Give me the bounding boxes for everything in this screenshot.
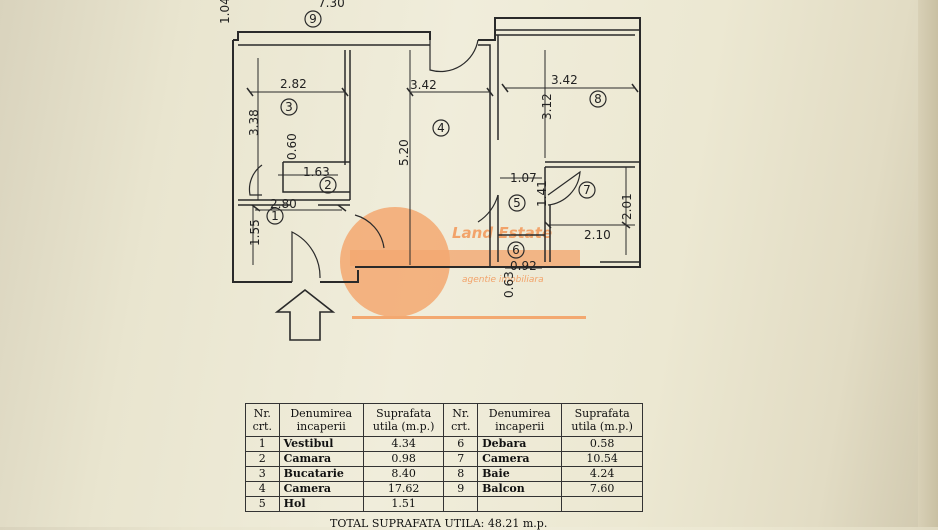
cell-room-name <box>477 496 563 512</box>
dim-room8-width: 3.42 <box>551 73 578 87</box>
room-number-2: 2 <box>324 178 332 192</box>
cell-nr: 9 <box>443 481 479 497</box>
door-entrance <box>291 231 321 282</box>
dim-room5-height: 1.41 <box>535 180 549 207</box>
door-balcony <box>429 39 479 73</box>
table-header-row: Nr. crt. Denumirea incaperii Suprafata u… <box>245 403 643 437</box>
cell-area: 7.60 <box>561 481 643 497</box>
header-area-1: Suprafata utila (m.p.) <box>362 403 445 437</box>
cell-nr: 6 <box>443 436 479 452</box>
table-row: 3 Bucatarie 8.40 8 Baie 4.24 <box>245 466 643 482</box>
door-kitchen <box>248 164 263 196</box>
cell-area: 4.34 <box>362 436 445 452</box>
dim-room3-width: 2.82 <box>280 77 307 91</box>
room-number-6: 6 <box>512 243 520 257</box>
cell-nr: 8 <box>443 466 479 482</box>
dim-room1-height: 1.55 <box>248 219 262 246</box>
wall-outer <box>233 17 641 268</box>
dim-room4-length: 5.20 <box>397 139 411 166</box>
door-room7 <box>547 170 581 206</box>
dim-room6-depth: 0.63 <box>502 271 516 298</box>
cell-room-name: Camara <box>278 451 364 467</box>
room-number-1: 1 <box>271 209 279 223</box>
dim-room3-height: 3.38 <box>247 109 261 136</box>
dim-room5-width: 1.07 <box>510 171 537 185</box>
cell-nr: 4 <box>245 481 280 497</box>
cell-nr: 5 <box>245 496 280 512</box>
cell-nr: 3 <box>245 466 280 482</box>
table-row: 4 Camera 17.62 9 Balcon 7.60 <box>245 481 643 497</box>
dim-room7-height: 2.01 <box>620 193 634 220</box>
header-nr-crt-1: Nr. crt. <box>245 403 280 437</box>
cell-room-name: Debara <box>477 436 563 452</box>
cell-area <box>561 496 643 512</box>
cell-area: 0.98 <box>362 451 445 467</box>
cell-area: 8.40 <box>362 466 445 482</box>
cell-room-name: Camera <box>477 451 563 467</box>
total-area: TOTAL SUPRAFATA UTILA: 48.21 m.p. <box>330 517 548 530</box>
dim-room2-width: 1.63 <box>303 165 330 179</box>
rooms-table: Nr. crt. Denumirea incaperii Suprafata u… <box>245 403 643 512</box>
cell-area: 1.51 <box>362 496 445 512</box>
door-hall <box>477 194 499 223</box>
watermark-logo: Land Estate agentie imobiliara <box>340 207 586 319</box>
room-number-7: 7 <box>583 183 591 197</box>
dim-room4-width: 3.42 <box>410 78 437 92</box>
sheet-edge <box>918 0 938 527</box>
cell-area: 4.24 <box>561 466 643 482</box>
dim-room6-width: 0.92 <box>510 259 537 273</box>
cell-room-name: Bucatarie <box>278 466 364 482</box>
room-number-4: 4 <box>437 121 445 135</box>
header-area-2: Suprafata utila (m.p.) <box>561 403 643 437</box>
dim-top-total: 7.30 <box>318 0 345 10</box>
dim-room8-height: 3.12 <box>540 93 554 120</box>
room-number-8: 8 <box>594 92 602 106</box>
cell-nr: 1 <box>245 436 280 452</box>
cell-nr: 7 <box>443 451 479 467</box>
cell-room-name: Baie <box>477 466 563 482</box>
cell-room-name: Vestibul <box>278 436 364 452</box>
cell-room-name: Hol <box>278 496 364 512</box>
header-nr-crt-2: Nr. crt. <box>443 403 479 437</box>
cell-area: 10.54 <box>561 451 643 467</box>
cell-area: 0.58 <box>561 436 643 452</box>
cell-nr <box>443 496 479 512</box>
entrance-arrow-icon <box>274 288 336 341</box>
cell-area: 17.62 <box>362 481 445 497</box>
cell-nr: 2 <box>245 451 280 467</box>
room-number-9: 9 <box>309 12 317 26</box>
header-room-name-2: Denumirea incaperii <box>477 403 563 437</box>
room-number-5: 5 <box>513 196 521 210</box>
dim-top-left: 1.04 <box>218 0 232 24</box>
dim-room1-width: 2.80 <box>270 197 297 211</box>
header-room-name-1: Denumirea incaperii <box>278 403 364 437</box>
watermark-subtitle: agentie imobiliara <box>462 275 544 285</box>
table-row: 1 Vestibul 4.34 6 Debara 0.58 <box>245 436 643 452</box>
floor-plan: Land Estate agentie imobiliara <box>218 0 641 341</box>
cell-room-name: Camera <box>278 481 364 497</box>
table-row: 2 Camara 0.98 7 Camera 10.54 <box>245 451 643 467</box>
dim-room7-width: 2.10 <box>584 228 611 242</box>
cell-room-name: Balcon <box>477 481 563 497</box>
watermark-brand: Land Estate <box>452 224 552 242</box>
dim-room2-depth: 0.60 <box>285 133 299 160</box>
table-row: 5 Hol 1.51 <box>245 496 643 512</box>
room-number-3: 3 <box>285 100 293 114</box>
